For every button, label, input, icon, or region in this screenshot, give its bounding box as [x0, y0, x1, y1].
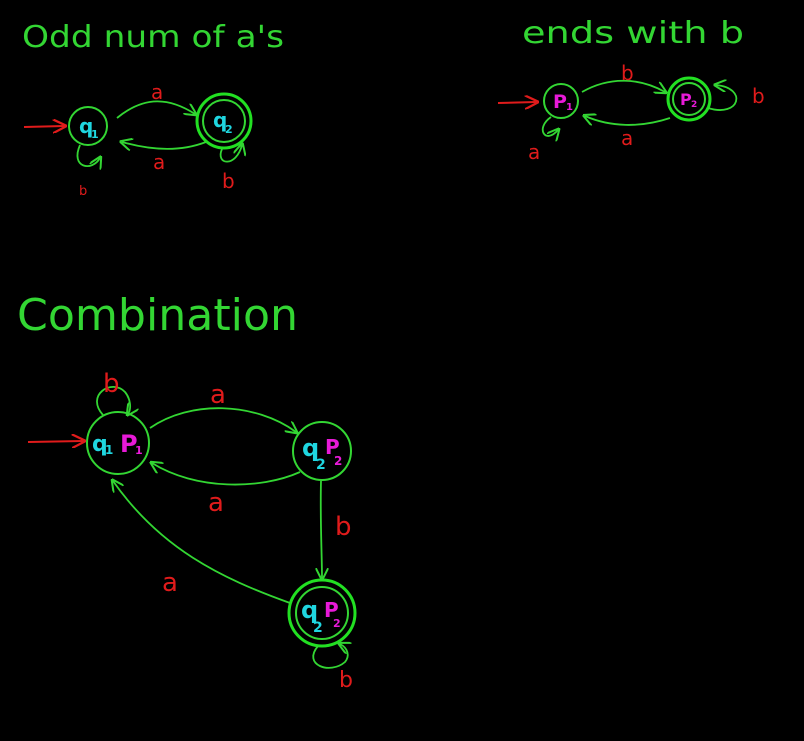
- state-q2: q 2: [195, 92, 253, 150]
- loop-q1p1-label: b: [103, 369, 120, 399]
- state-q1p1-qsub: 1: [105, 443, 113, 457]
- state-q2p2b-psub: 2: [333, 617, 341, 630]
- edge-q2-q1: [122, 142, 207, 149]
- dfa-ends-with-b-title: ends with b: [522, 16, 744, 51]
- state-p1: P 1: [543, 83, 579, 119]
- loop-q1: [76, 144, 100, 166]
- loop-q2: [219, 145, 242, 163]
- state-q1p1: q 1 P 1: [86, 411, 150, 475]
- state-q2p2-q: q: [302, 434, 319, 462]
- dfa-combination: Combination q 1 P 1 q 2 P 2 q 2 P 2: [17, 290, 357, 693]
- state-p1-sub: 1: [566, 102, 573, 113]
- edge-p1-p2-label: b: [621, 61, 634, 85]
- state-q2-label: q: [213, 108, 227, 132]
- edge-q2p2-q2p2b: [321, 480, 322, 578]
- loop-p2-label: b: [752, 84, 765, 108]
- loop-p1: [541, 116, 558, 136]
- loop-q1-label: b: [79, 184, 87, 199]
- state-q2p2-qsub: 2: [316, 457, 326, 473]
- state-q1: q 1: [68, 106, 108, 146]
- state-q2p2: q 2 P 2: [292, 421, 352, 481]
- edge-q1p1-q2p2-label: a: [210, 380, 226, 410]
- edge-q2p2b-q1p1-label: a: [162, 568, 178, 598]
- state-q2p2-p: P: [325, 435, 340, 459]
- loop-p1-label: a: [528, 140, 540, 164]
- state-q2p2b-q: q: [301, 596, 318, 624]
- edge-q1-q2: [116, 100, 195, 119]
- state-q2p2b-qsub: 2: [313, 620, 323, 636]
- state-q1p1-psub: 1: [135, 444, 143, 457]
- state-q1p1-p: P: [120, 430, 138, 458]
- state-p1-label: P: [553, 91, 567, 113]
- edge-p2-p1-label: a: [621, 126, 633, 150]
- loop-q1p1: [96, 386, 130, 415]
- edge-q2p2-q1p1: [152, 463, 301, 486]
- combination-title: Combination: [17, 290, 298, 341]
- state-p2: P 2: [666, 76, 712, 122]
- state-q1-label: q: [79, 114, 93, 138]
- edge-p1-p2: [581, 79, 665, 92]
- start-arrow-q1p1: [27, 441, 83, 442]
- state-q1p1-q: q: [92, 432, 108, 457]
- state-q2-sub: 2: [225, 123, 233, 136]
- loop-q2-label: b: [222, 169, 235, 193]
- dfa-ends-with-b: ends with b P 1 P 2 b a a b: [497, 16, 765, 164]
- state-q2p2-accepting: q 2 P 2: [287, 578, 357, 648]
- edge-p2-p1: [585, 116, 671, 125]
- edge-q2p2-q1p1-label: a: [208, 488, 224, 518]
- loop-q2p2b: [312, 644, 348, 669]
- state-q1-sub: 1: [91, 128, 99, 141]
- start-arrow-p1: [497, 102, 536, 103]
- state-p2-sub: 2: [691, 100, 697, 110]
- edge-q2p2b-q1p1: [113, 481, 291, 604]
- dfa-odd-a-title: Odd num of a's: [22, 20, 284, 55]
- state-p2-label: P: [680, 90, 692, 109]
- edge-q1-q2-label: a: [151, 80, 163, 104]
- state-q2p2-psub: 2: [334, 454, 342, 468]
- start-arrow-q1: [23, 126, 64, 127]
- edge-q2p2-q2p2b-label: b: [335, 512, 352, 542]
- loop-p2: [707, 85, 738, 111]
- edge-q1p1-q2p2: [149, 407, 296, 432]
- loop-q2p2b-label: b: [339, 668, 353, 693]
- dfa-odd-a: Odd num of a's q 1 q 2 a a b b: [22, 20, 284, 199]
- edge-q2-q1-label: a: [153, 150, 165, 174]
- state-q2p2b-p: P: [324, 598, 339, 622]
